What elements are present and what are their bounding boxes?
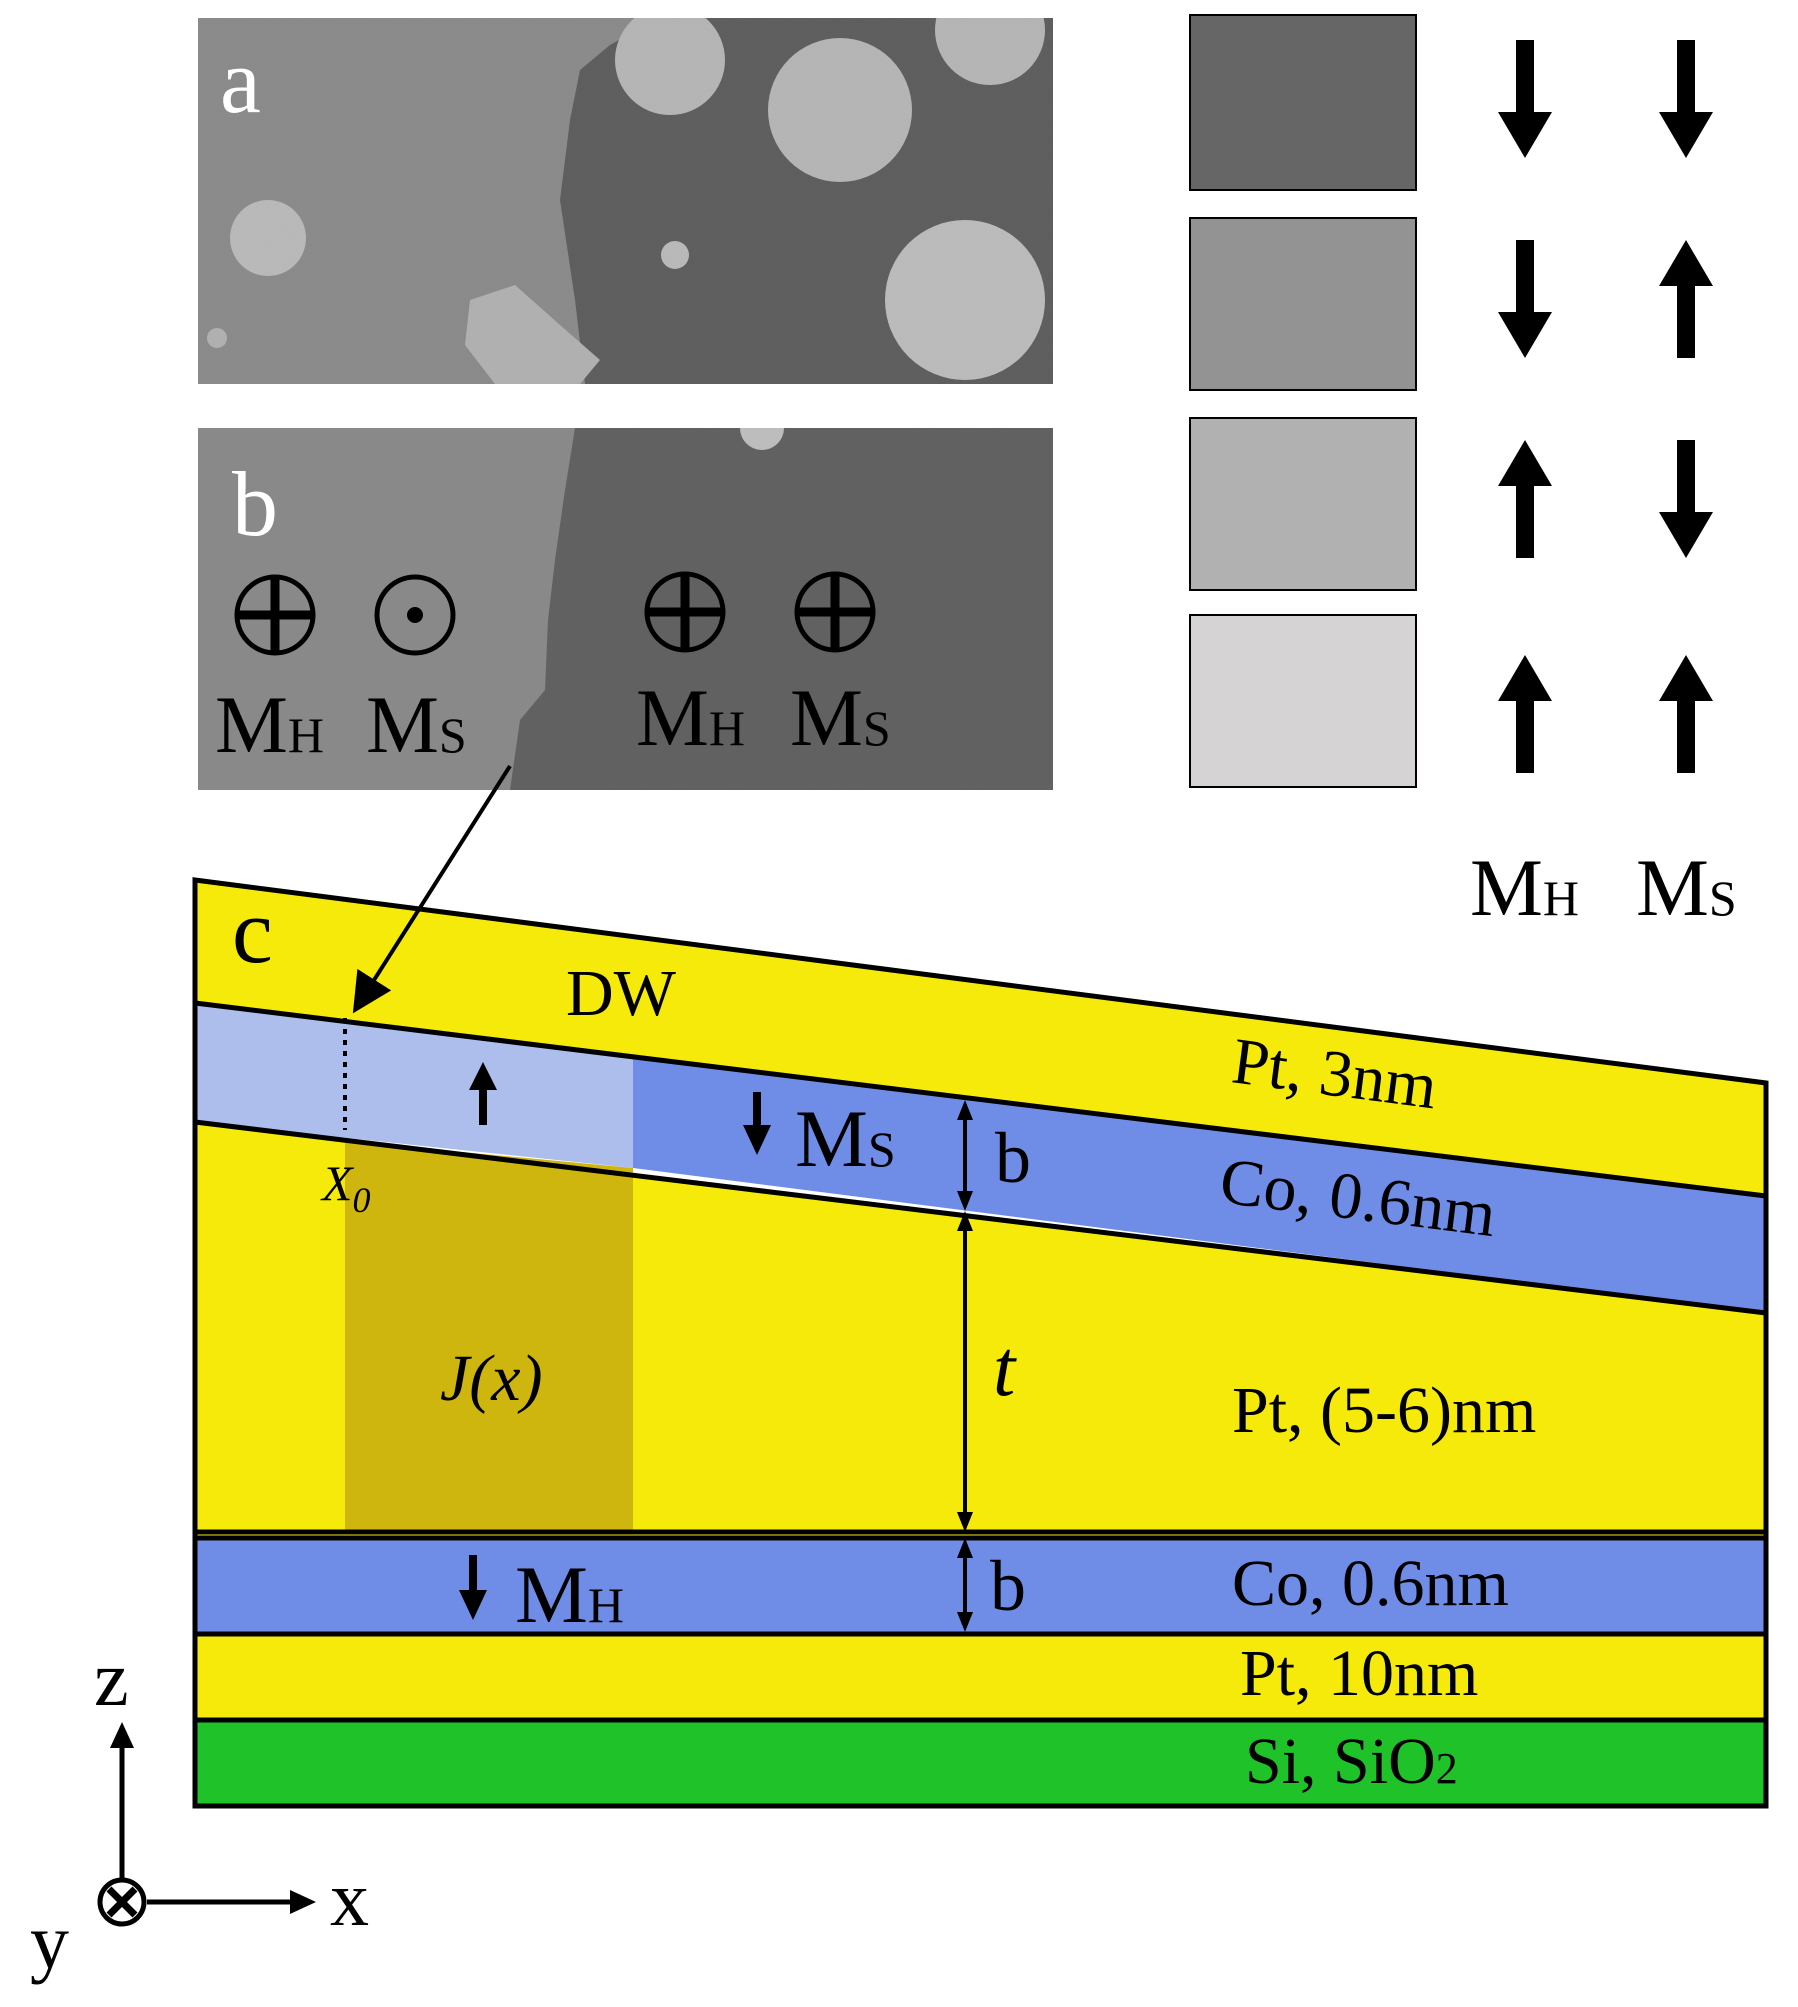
into-page-icon	[97, 1877, 147, 1927]
dw-label: DW	[566, 957, 677, 1030]
layer-label: Pt, 10nm	[1240, 1637, 1478, 1710]
legend-ms-label: MS	[1636, 842, 1737, 933]
si-substrate-layer	[195, 1720, 1766, 1806]
layer-label: Si, SiO2	[1245, 1725, 1458, 1798]
co-top-layer	[633, 1057, 1766, 1313]
panel-a-label: a	[220, 30, 261, 132]
pointer-arrow	[352, 764, 512, 1014]
co-bottom-layer	[195, 1536, 1766, 1634]
ms-label: MS	[366, 679, 467, 770]
legend-swatch	[1189, 614, 1417, 788]
arrow-down-icon	[1498, 40, 1552, 158]
arrow-down-icon	[1659, 40, 1713, 158]
mh-stack-label: MH	[515, 1549, 624, 1640]
panel-b-left-labels: MH MS	[215, 679, 467, 770]
mh-label: MH	[636, 672, 745, 763]
x0-label: X0	[320, 1155, 371, 1220]
panel-c-label: c	[232, 880, 273, 982]
b-top-label: b	[995, 1118, 1031, 1198]
arrow-up-icon	[1498, 655, 1552, 773]
arrow-up-icon	[1659, 240, 1713, 358]
legend: MH MS	[1189, 14, 1737, 933]
ms-label: MS	[790, 672, 891, 763]
arrow-up-icon	[469, 1062, 497, 1125]
legend-swatch	[1189, 417, 1417, 591]
cross-in-circle-icon	[234, 574, 316, 656]
panel-b-label: b	[232, 453, 278, 555]
layer-label: Pt, (5-6)nm	[1232, 1374, 1536, 1447]
b-bottom-label: b	[990, 1546, 1026, 1626]
panel-a-image	[198, 18, 1053, 384]
coordinate-axes: z x y	[30, 1635, 369, 1985]
arrow-down-icon	[743, 1092, 771, 1155]
panel-b-right-labels: MH MS	[636, 672, 891, 763]
arrow-down-icon	[459, 1555, 487, 1620]
arrow-up-icon	[1659, 655, 1713, 773]
panel-b-image	[198, 428, 1053, 790]
x-axis-label: x	[330, 1855, 369, 1942]
arrow-up-icon	[1498, 440, 1552, 558]
legend-mh-label: MH	[1470, 842, 1579, 933]
arrow-down-icon	[1659, 440, 1713, 558]
t-label: t	[993, 1325, 1017, 1413]
layer-label: Co, 0.6nm	[1232, 1547, 1509, 1620]
z-axis-label: z	[94, 1635, 129, 1722]
ms-stack-label: MS	[795, 1093, 896, 1184]
mh-label: MH	[215, 679, 324, 770]
layer-stack: c DW X0 J(x) MS MH b t b Pt, 3nm Co, 0.6…	[192, 764, 1769, 1809]
cross-in-circle-icon	[644, 571, 726, 653]
y-axis-label: y	[30, 1898, 69, 1985]
pt-bottom-layer	[195, 1634, 1766, 1720]
arrow-down-icon	[1498, 240, 1552, 358]
current-label: J(x)	[440, 1342, 543, 1415]
cross-in-circle-icon	[794, 571, 876, 653]
legend-swatch	[1189, 14, 1417, 191]
pt-top-layer	[195, 880, 1766, 1196]
legend-swatch	[1189, 217, 1417, 391]
dot-in-circle-icon	[374, 574, 456, 656]
current-region	[345, 1141, 633, 1530]
